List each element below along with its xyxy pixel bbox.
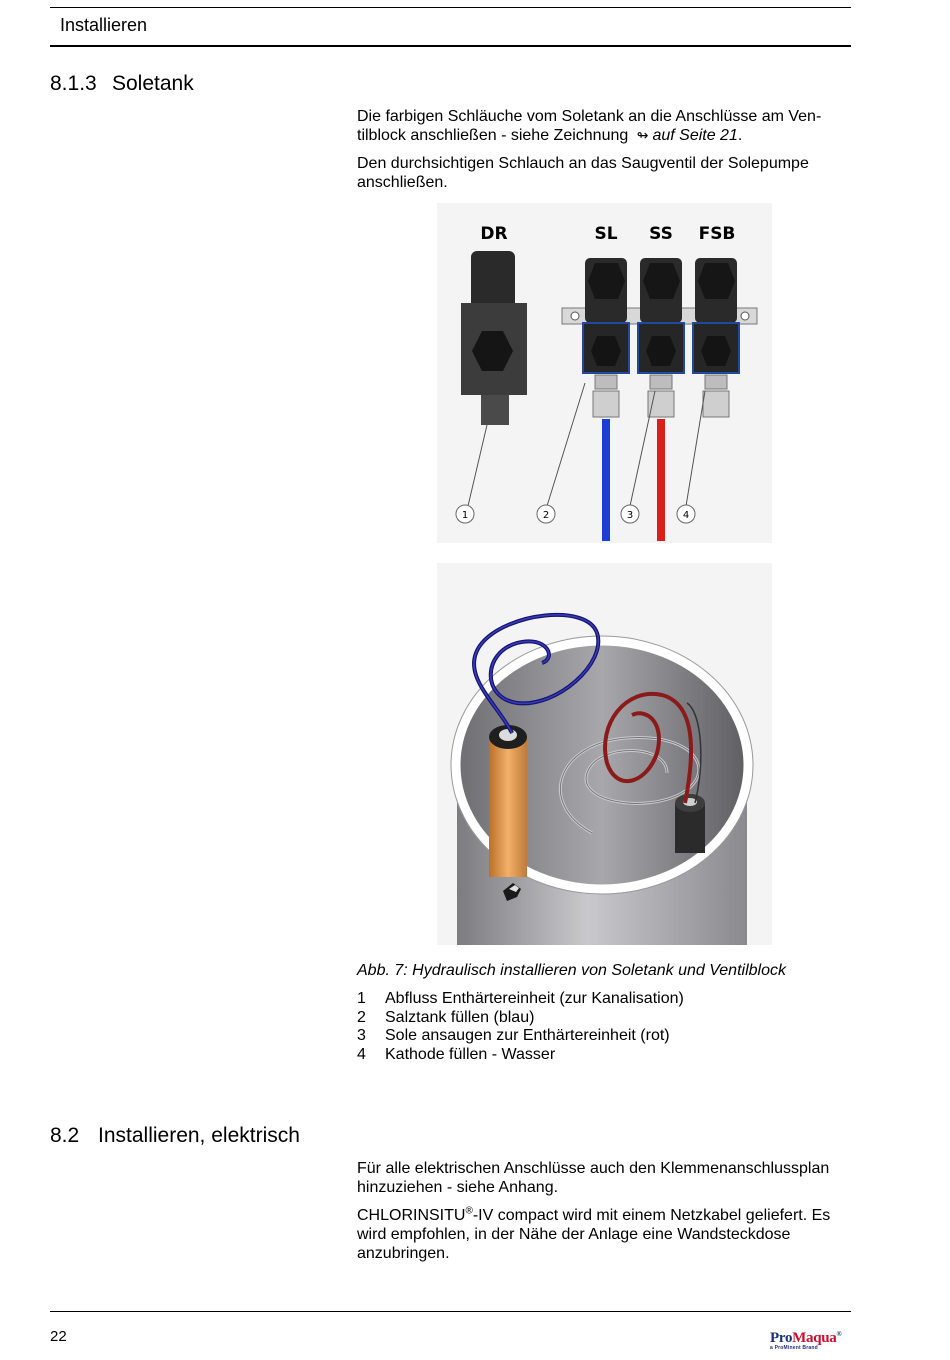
paragraph-line: Den durchsichtigen Schlauch an das Saugv… [357,155,809,172]
legend-text: Salztank füllen (blau) [385,1008,535,1026]
section-title: Installieren, elektrisch [98,1124,300,1147]
section-number: 8.1.3 [50,72,97,95]
valve-label-fsb: FSB [699,224,736,244]
sl-valve [582,258,630,541]
callout-2: 2 [536,504,556,524]
paragraph-line: hinzuziehen - siehe Anhang. [357,1179,559,1196]
running-header-title: Installieren [60,15,148,35]
valve-label-sl: SL [594,224,617,244]
fsb-valve [692,258,740,418]
product-name: CHLORINSITU [357,1207,466,1224]
footer-rule [50,1311,851,1312]
paragraph-period: . [737,127,743,144]
legend-number: 3 [357,1027,366,1044]
valve-label-dr: DR [480,224,507,244]
logo-maqua: Maqua [792,1330,837,1346]
paragraph-hoses: Die farbigen Schläuche vom Soletank an d… [357,107,852,145]
cross-reference-arrow-icon: ↬ [636,127,649,143]
legend-text: Kathode füllen - Wasser [385,1045,556,1063]
paragraph-line: -IV compact wird mit einem Netzkabel gel… [472,1207,831,1224]
logo-registered-mark: ® [836,1330,842,1338]
paragraph-power-cable: CHLORINSITU®-IV compact wird mit einem N… [357,1206,852,1263]
figure-caption: Abb. 7: Hydraulisch installieren von Sol… [357,962,786,979]
legend-text: Abfluss Enthärtereinheit (zur Kanalisati… [385,990,684,1007]
tank-fitting [503,883,521,901]
svg-text:1: 1 [462,510,468,521]
paragraph-line: wird empfohlen, in der Nähe der Anlage e… [357,1226,791,1243]
cathode-cylinder [675,794,705,853]
svg-text:2: 2 [543,510,549,521]
section-number: 8.2 [50,1124,80,1147]
blue-hose [602,419,610,541]
paragraph-line: Die farbigen Schläuche vom Soletank an d… [357,108,822,125]
legend-number: 4 [357,1045,366,1063]
legend-number: 2 [357,1008,366,1026]
figure-legend: 1 Abfluss Enthärtereinheit (zur Kanalisat… [357,990,684,1064]
svg-text:4: 4 [683,510,689,521]
logo-wordmark: ProMaqua® [770,1330,852,1347]
callout-3: 3 [620,504,640,524]
legend-item: 2 Salztank füllen (blau) [357,1009,684,1028]
ss-valve [637,258,685,541]
logo-tagline: a ProMinent Brand [770,1345,818,1351]
legend-text: Sole ansaugen zur Enthärtereinheit (rot) [385,1027,670,1044]
legend-item: 3 Sole ansaugen zur Enthärtereinheit (rot… [357,1027,684,1046]
header-bottom-rule [50,45,851,47]
registered-mark: ® [465,1205,473,1217]
valve-label-ss: SS [649,224,673,244]
paragraph-line: Für alle elektrischen Anschlüsse auch de… [357,1160,830,1177]
paragraph-line: anschließen. [357,174,448,191]
legend-item: 4 Kathode füllen - Wasser [357,1046,684,1065]
page-number: 22 [50,1328,67,1345]
legend-item: 1 Abfluss Enthärtereinheit (zur Kanalisat… [357,990,684,1009]
orange-tube [489,725,527,877]
brine-tank [450,612,754,945]
promaqua-logo: ProMaqua® a ProMinent Brand [770,1330,852,1351]
paragraph-line: tilblock anschließen - siehe Zeichnung [357,127,629,144]
callout-4: 4 [676,504,696,524]
red-hose [657,419,665,541]
callout-leaders [467,382,706,507]
header-top-rule [50,7,851,8]
dr-valve [461,251,527,425]
legend-number: 1 [357,990,366,1007]
figure-divider [437,543,772,563]
hydraulic-installation-figure: DR SL SS FSB [437,203,772,945]
paragraph-terminal-plan: Für alle elektrischen Anschlüsse auch de… [357,1159,852,1197]
valve-block: DR SL SS FSB [455,224,758,541]
paragraph-transparent-hose: Den durchsichtigen Schlauch an das Saugv… [357,154,852,192]
section-title: Soletank [112,72,194,95]
cross-reference-link[interactable]: auf Seite 21 [652,127,738,144]
red-hose-coil [603,691,694,804]
paragraph-line: anzubringen. [357,1245,450,1262]
section-heading-8-2: 8.2 Installieren, elektrisch [50,1124,300,1148]
section-heading-8-1-3: 8.1.3 Soletank [50,72,194,96]
logo-pro: Pro [770,1330,793,1346]
callout-1: 1 [455,504,475,524]
svg-text:3: 3 [627,510,633,521]
